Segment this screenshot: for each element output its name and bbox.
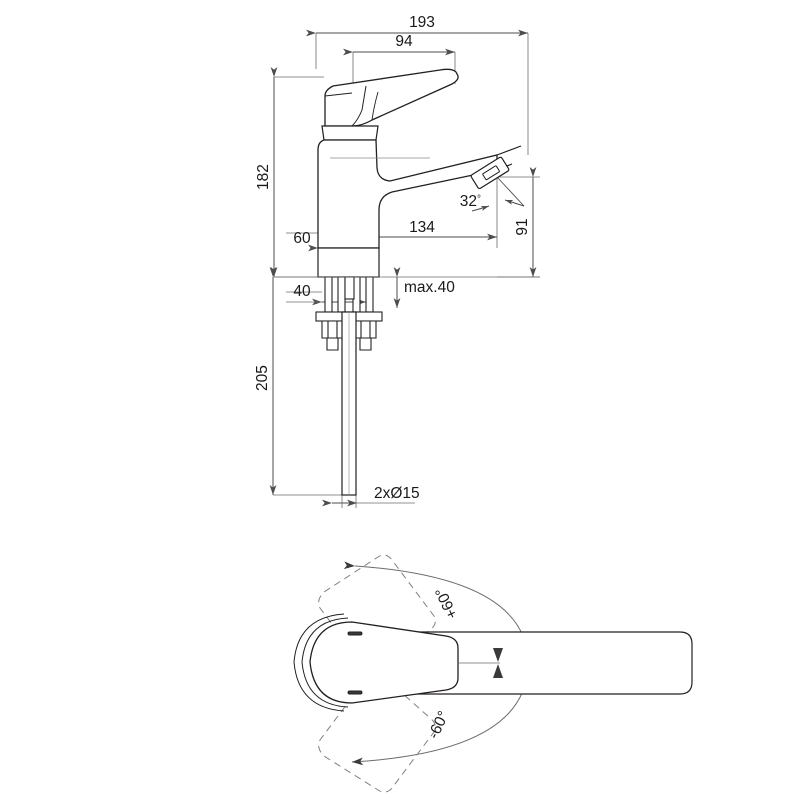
dimension-spout-height: 91 [514,167,537,277]
dimension-tail-length-label: 205 [254,365,271,391]
aerator [470,156,510,190]
body-base [317,247,380,278]
lever-handle-edge2 [371,91,379,121]
plan-centre-marker [458,648,503,678]
dimension-spout-projection-label: 134 [409,219,435,236]
dimension-aerator-angle-label: 32° [460,193,481,210]
lever-plan-outline [293,613,459,712]
plan-view-group: +60° -60° [293,554,693,793]
supply-tails [341,311,357,496]
lever-handle-edge [324,92,353,97]
dimension-overall-width: 193 [306,14,528,37]
dimension-max-deck-thickness: max.40 [393,267,455,308]
lever-indicator-top [347,631,363,636]
dimension-handle-reach-label: 94 [395,33,413,50]
dimension-base-depth-label: 60 [293,230,311,247]
lever-handle [324,68,459,127]
spout-top-edge [496,145,522,156]
handle-collar [321,125,379,141]
handle-rotated-plus60 [318,554,436,681]
dimension-mount-thickness-label: 40 [293,283,311,300]
lever-indicator-bottom [347,690,363,695]
elevation-view-group: 193 94 182 60 134 91 [254,14,540,508]
handle-rotated-minus60 [318,667,436,793]
dimension-tail-diameter-label: 2xØ15 [374,485,420,502]
lever-handle-crease [351,85,367,127]
dimension-overall-height-label: 182 [255,164,272,190]
dimension-handle-reach: 94 [343,33,455,56]
lever-plan-body [309,621,459,704]
dimension-swivel-positive-label: +60° [432,585,461,622]
faucet-body [317,139,498,249]
dimension-overall-height: 182 [255,67,278,277]
dimension-spout-height-label: 91 [514,218,531,235]
handle-rotated-outlines [318,554,436,793]
dimension-swivel-negative-label: -60° [425,709,452,742]
dimension-tail-length: 205 [254,267,342,496]
lever-plan-ring2 [293,613,345,712]
lever-plan-ring1 [301,617,349,708]
dimension-max-deck-thickness-label: max.40 [404,279,455,296]
dimension-overall-width-label: 193 [409,14,435,31]
faucet-elevation-outline [315,68,522,496]
